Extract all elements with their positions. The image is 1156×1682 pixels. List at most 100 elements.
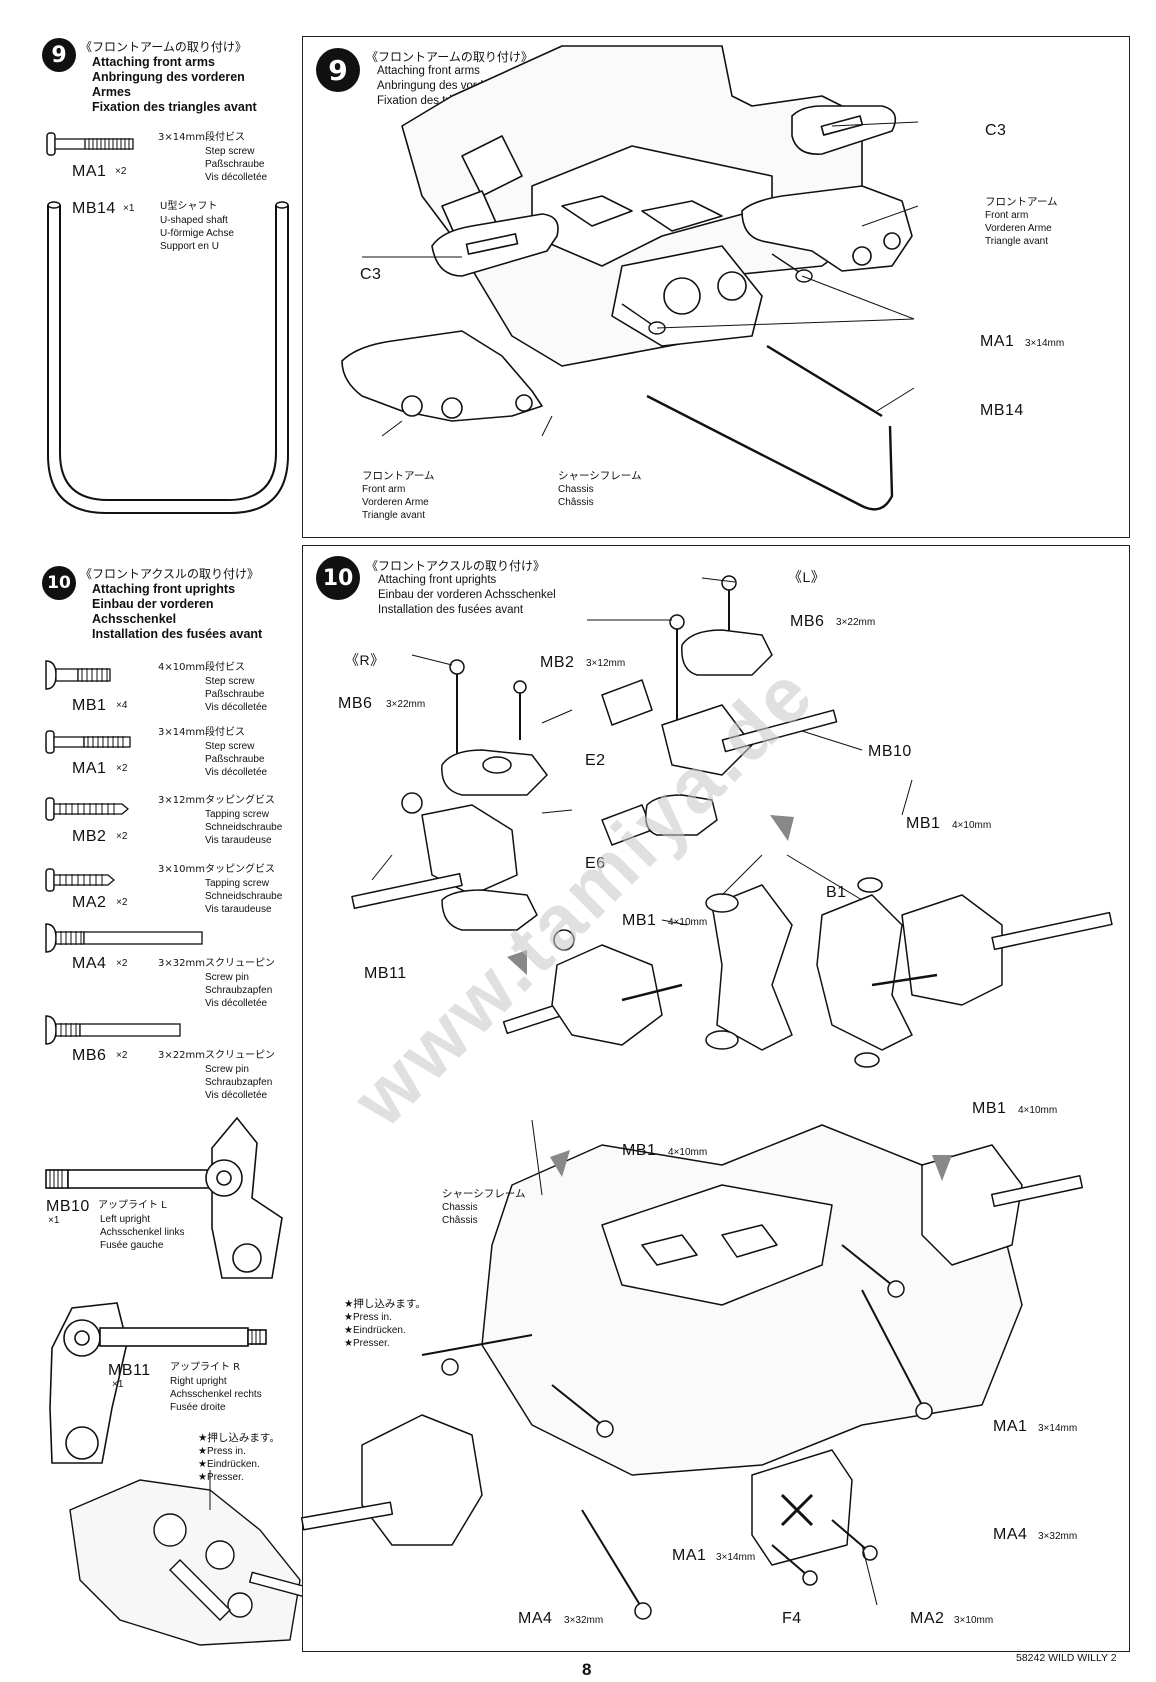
label-ma4-bottom: MA4 bbox=[518, 1610, 553, 1627]
step9-number-badge: 9 bbox=[42, 38, 76, 72]
step10-diagram-badge: 10 bbox=[316, 556, 360, 600]
label-mb1-c-size: 4×10mm bbox=[1018, 1105, 1058, 1116]
label-ma4-bottom-size: 3×32mm bbox=[564, 1615, 604, 1626]
part-de: Schraubzapfen bbox=[205, 985, 273, 996]
step10-title-fr: Installation des fusées avant bbox=[92, 627, 263, 641]
label-ma1-bottom: MA1 bbox=[672, 1547, 707, 1564]
part-size: 3×10mmタッピングビス bbox=[158, 864, 275, 875]
label-chassis-jp: シャーシフレーム bbox=[558, 470, 642, 482]
label-ma1: MA1 bbox=[980, 333, 1015, 350]
front-upright-assembly-drawing bbox=[300, 575, 1113, 1620]
press-note-jp-diagram: ★押し込みます。 bbox=[344, 1298, 426, 1310]
step10-diagram-title-de: Einbau der vorderen Achsschenkel bbox=[378, 589, 556, 601]
step10-diagram-title-en: Attaching front uprights bbox=[378, 574, 497, 586]
part-qty: ×2 bbox=[116, 831, 128, 842]
step9-diagram-title-en: Attaching front arms bbox=[377, 65, 480, 77]
label-front-arm-jp-2: フロントアーム bbox=[362, 470, 435, 482]
label-ma1-right: MA1 bbox=[993, 1418, 1028, 1435]
tapping-screw-mb2-icon bbox=[45, 797, 130, 821]
part-en: Tapping screw bbox=[205, 878, 269, 889]
part-de: Schneidschraube bbox=[205, 822, 283, 833]
part-de: Paßschraube bbox=[205, 159, 265, 170]
screw-pin-ma4-icon bbox=[45, 923, 203, 953]
label-chassis-en: Chassis bbox=[558, 484, 594, 495]
label-front-arm-en: Front arm bbox=[985, 210, 1029, 221]
part-size: 4×10mm段付ビス bbox=[158, 662, 245, 673]
page-number: 8 bbox=[582, 1660, 592, 1679]
label-chassis-en: Chassis bbox=[442, 1202, 478, 1213]
label-r: 《R》 bbox=[345, 652, 385, 668]
part-fr: Support en U bbox=[160, 241, 219, 252]
front-arm-assembly-drawing bbox=[341, 45, 919, 511]
label-e2: E2 bbox=[585, 752, 606, 769]
part-fr: Vis décolletée bbox=[205, 998, 268, 1009]
label-chassis-fr: Châssis bbox=[442, 1215, 478, 1226]
part-code: MA1 bbox=[72, 163, 107, 180]
label-ma2: MA2 bbox=[910, 1610, 945, 1627]
step-screw-icon bbox=[46, 132, 134, 156]
part-code: MB1 bbox=[72, 697, 107, 714]
upright-jp: アップライト L bbox=[98, 1200, 167, 1211]
part-de: Paßschraube bbox=[205, 754, 265, 765]
step10-diagram-title-fr: Installation des fusées avant bbox=[378, 604, 524, 616]
upright-de: Achsschenkel rechts bbox=[170, 1389, 262, 1400]
tapping-screw-ma2-icon bbox=[45, 868, 116, 892]
label-mb14: MB14 bbox=[980, 402, 1024, 419]
label-mb1-d: MB1 bbox=[622, 1142, 657, 1159]
step-screw-mb1-icon bbox=[45, 660, 111, 690]
part-size: U型シャフト bbox=[160, 201, 218, 212]
part-de: Paßschraube bbox=[205, 689, 265, 700]
part-code: MB14 bbox=[72, 200, 116, 217]
part-fr: Vis décolletée bbox=[205, 1090, 268, 1101]
press-note-fr-diagram: ★Presser. bbox=[344, 1338, 390, 1349]
part-en: Step screw bbox=[205, 741, 255, 752]
part-qty: ×1 bbox=[123, 203, 135, 214]
part-qty: ×2 bbox=[116, 897, 128, 908]
label-ma1-bottom-size: 3×14mm bbox=[716, 1552, 756, 1563]
label-mb10: MB10 bbox=[868, 743, 912, 760]
label-mb1-d-size: 4×10mm bbox=[668, 1147, 708, 1158]
label-mb1-b-size: 4×10mm bbox=[668, 917, 708, 928]
part-de: Schraubzapfen bbox=[205, 1077, 273, 1088]
label-e6: E6 bbox=[585, 855, 606, 872]
step10-title-de: Einbau der vorderen Achsschenkel bbox=[92, 597, 214, 626]
step10-title-jp: 《フロントアクスルの取り付け》 bbox=[80, 567, 260, 581]
part-en: Screw pin bbox=[205, 1064, 249, 1075]
step9-title-fr: Fixation des triangles avant bbox=[92, 100, 257, 114]
upright-qty: ×1 bbox=[112, 1379, 124, 1390]
step10-diagram-title-jp: 《フロントアクスルの取り付け》 bbox=[366, 559, 546, 573]
upright-fr: Fusée droite bbox=[170, 1402, 226, 1413]
part-size: 3×12mmタッピングビス bbox=[158, 795, 275, 806]
model-name: 58242 WILD WILLY 2 bbox=[1016, 1652, 1117, 1664]
right-upright-mb11-icon bbox=[49, 1302, 267, 1464]
screw-pin-mb6-icon bbox=[45, 1015, 181, 1045]
label-mb6-right-size: 3×22mm bbox=[836, 617, 876, 628]
step10-number-badge: 10 bbox=[42, 566, 76, 600]
part-fr: Vis taraudeuse bbox=[205, 835, 272, 846]
part-size: 3×22mmスクリューピン bbox=[158, 1050, 275, 1061]
part-code: MA1 bbox=[72, 760, 107, 777]
label-mb11: MB11 bbox=[364, 965, 407, 982]
part-qty: ×2 bbox=[116, 763, 128, 774]
step9-title-jp: 《フロントアームの取り付け》 bbox=[80, 40, 247, 54]
part-fr: Vis décolletée bbox=[205, 767, 268, 778]
part-size: 3×32mmスクリューピン bbox=[158, 958, 275, 969]
part-fr: Vis décolletée bbox=[205, 172, 268, 183]
label-b1: B1 bbox=[826, 884, 847, 901]
label-mb2: MB2 bbox=[540, 654, 575, 671]
upright-en: Right upright bbox=[170, 1376, 227, 1387]
step-screw-ma1-icon bbox=[45, 730, 131, 754]
label-chassis-fr: Châssis bbox=[558, 497, 594, 508]
upright-en: Left upright bbox=[100, 1214, 151, 1225]
label-chassis-jp: シャーシフレーム bbox=[442, 1188, 526, 1200]
part-en: U-shaped shaft bbox=[160, 215, 228, 226]
part-size: 3×14mm段付ビス bbox=[158, 727, 245, 738]
label-mb6-left: MB6 bbox=[338, 695, 373, 712]
part-qty: ×2 bbox=[115, 166, 127, 177]
press-note-jp: ★押し込みます。 bbox=[198, 1432, 280, 1444]
u-shaft-icon bbox=[47, 201, 289, 514]
label-l: 《L》 bbox=[788, 569, 826, 585]
step9-title-de: Anbringung des vorderen Armes bbox=[92, 70, 245, 99]
step10-title-en: Attaching front uprights bbox=[92, 582, 236, 596]
part-de: U-förmige Achse bbox=[160, 228, 234, 239]
